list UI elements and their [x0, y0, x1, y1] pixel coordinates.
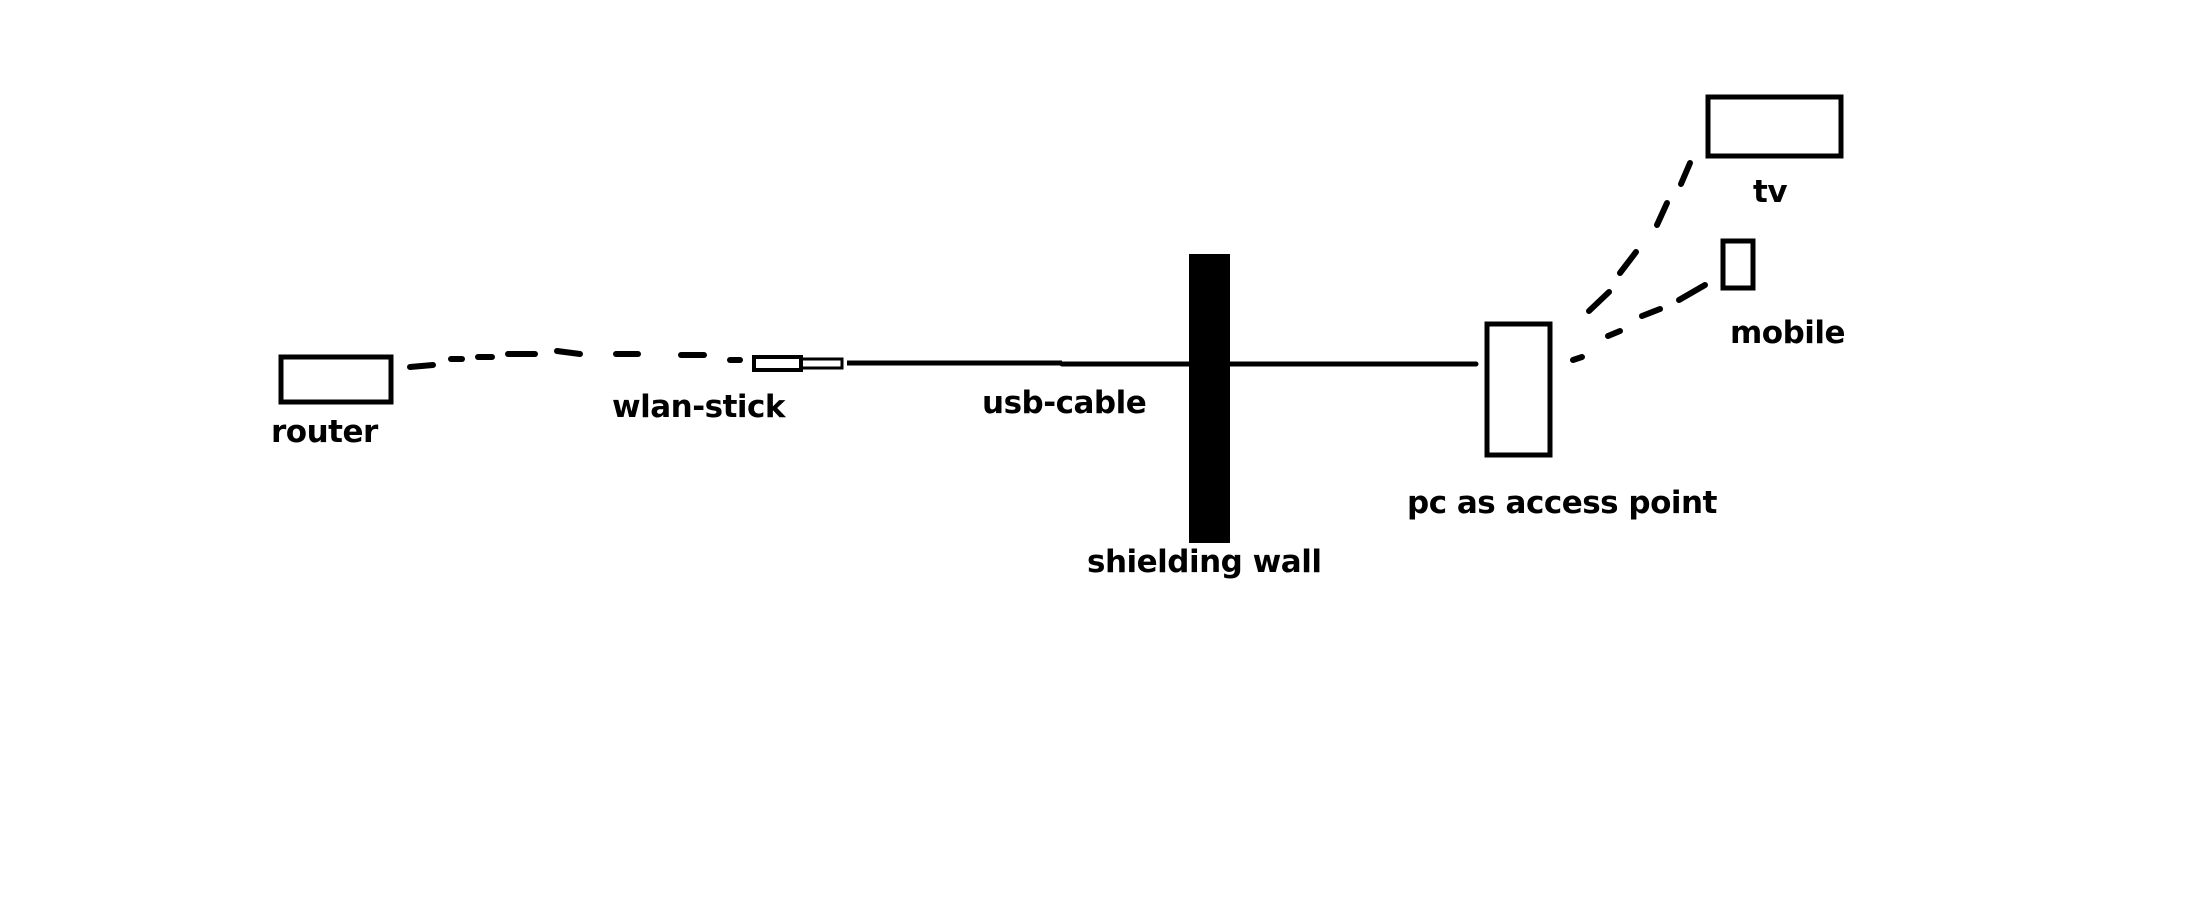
tv-box	[1705, 94, 1844, 159]
wlan-stick-icon	[752, 355, 844, 372]
usb-cable-line	[847, 360, 1479, 367]
router-label: router	[271, 414, 379, 450]
router-box	[278, 354, 394, 405]
usb-cable-label: usb-cable	[982, 385, 1146, 421]
pc-box	[1484, 321, 1553, 458]
tv-label: tv	[1753, 174, 1787, 210]
wlan-stick-label: wlan-stick	[612, 389, 787, 425]
pc-label: pc as access point	[1407, 485, 1718, 521]
wireless-link-pc-mobile	[1570, 282, 1708, 363]
shielding-wall	[1189, 254, 1230, 543]
mobile-box	[1720, 238, 1756, 291]
mobile-label: mobile	[1730, 315, 1845, 351]
wireless-link-router-stick	[407, 348, 743, 370]
wireless-link-pc-tv	[1586, 160, 1693, 314]
shielding-wall-label: shielding wall	[1087, 544, 1321, 580]
